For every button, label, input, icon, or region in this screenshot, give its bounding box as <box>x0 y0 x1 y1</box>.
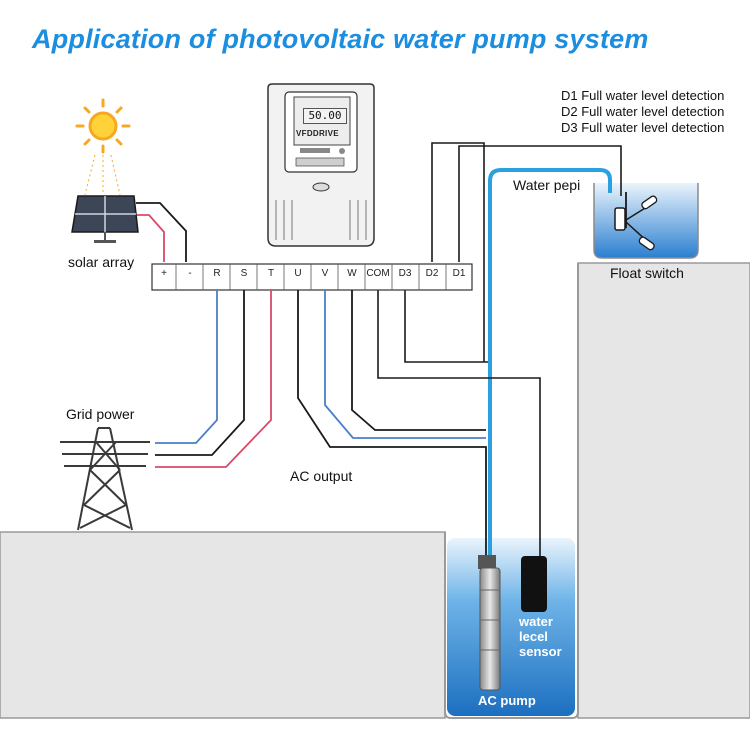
ac-pump-label: AC pump <box>478 693 536 708</box>
water-pipe <box>488 168 612 568</box>
terminal-d2: D2 <box>425 268 439 279</box>
diagram-title: Application of photovoltaic water pump s… <box>32 24 649 54</box>
water-level-sensor-label-3: sensor <box>519 644 562 659</box>
water-pipe-label: Water pepi <box>513 177 581 193</box>
d3-detection-label: D3 Full water level detection <box>561 120 725 135</box>
water-tank <box>593 183 699 259</box>
terminal-minus: - <box>188 268 192 279</box>
solar-panel-icon <box>71 195 139 243</box>
grid-power-label: Grid power <box>66 406 135 422</box>
terminal-v: V <box>321 268 329 279</box>
grid-wires <box>155 290 272 468</box>
solar-wires <box>136 202 187 262</box>
terminal-s: S <box>240 268 248 279</box>
terminal-strip <box>151 263 473 291</box>
d2-detection-label: D2 Full water level detection <box>561 104 725 119</box>
terminal-w: W <box>347 268 357 279</box>
terminal-plus: + <box>161 268 167 279</box>
d1-detection-label: D1 Full water level detection <box>561 88 725 103</box>
ac-pump-icon <box>478 555 501 691</box>
ground-left <box>0 531 446 719</box>
detection-wires <box>377 142 622 560</box>
terminal-u: U <box>294 268 302 279</box>
water-level-sensor-icon <box>521 556 547 612</box>
ground-right <box>577 262 750 719</box>
transmission-tower-icon <box>60 427 150 531</box>
drive-display: 50.00 <box>303 108 347 124</box>
solar-array-label: solar array <box>68 254 135 270</box>
terminal-r: R <box>213 268 221 279</box>
water-level-sensor-label-2: lecel <box>519 629 548 644</box>
vfd-drive <box>267 83 375 247</box>
sun-icon <box>75 98 131 196</box>
float-switch <box>614 192 658 251</box>
float-switch-label: Float switch <box>610 265 684 281</box>
ac-output-label: AC output <box>290 468 353 484</box>
terminal-d1: D1 <box>452 268 466 279</box>
output-wires <box>297 290 487 560</box>
drive-brand: VFDDRIVE <box>296 129 339 138</box>
terminal-d3: D3 <box>398 268 412 279</box>
terminal-t: T <box>267 268 275 279</box>
water-level-sensor-label-1: water <box>519 614 553 629</box>
terminal-com: COM <box>366 268 390 279</box>
